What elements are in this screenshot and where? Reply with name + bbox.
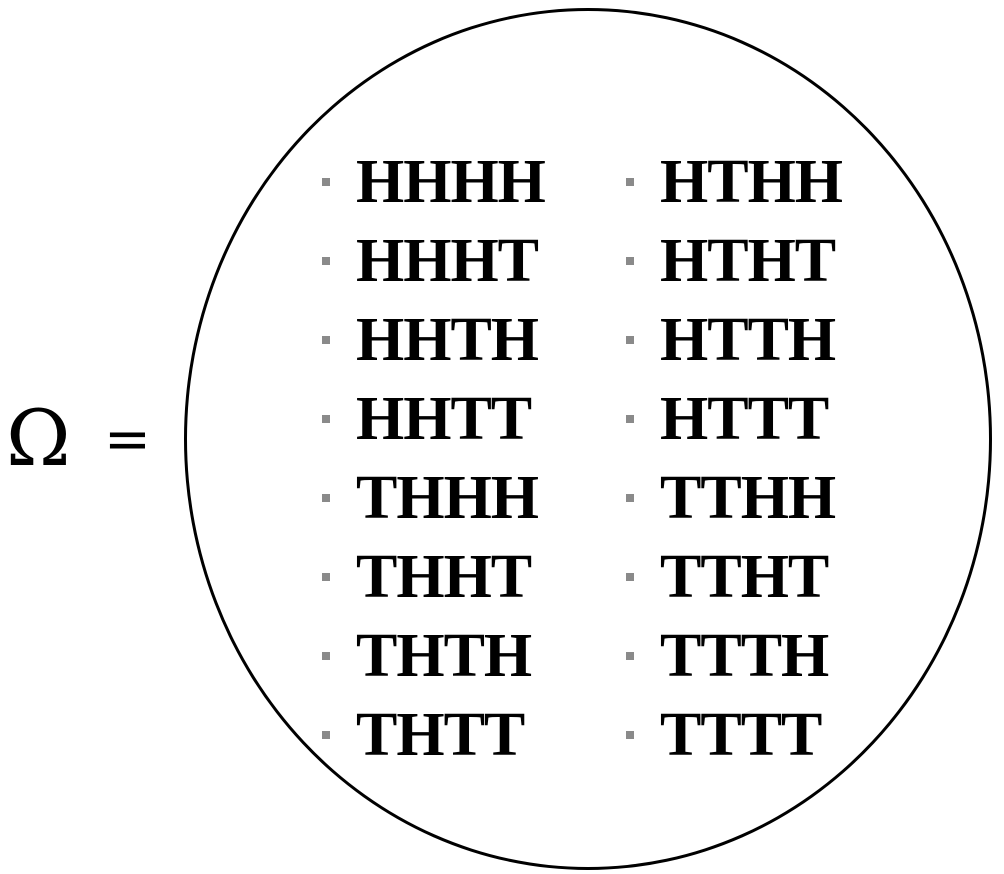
bullet-icon xyxy=(626,730,634,739)
outcome-text: HHTH xyxy=(356,305,539,374)
outcome-item: HHHH xyxy=(322,142,546,221)
outcome-item: HHTH xyxy=(322,300,545,379)
bullet-icon xyxy=(322,572,330,581)
outcome-item: TTHH xyxy=(626,458,842,537)
bullet-icon xyxy=(322,335,330,344)
bullet-icon xyxy=(322,730,330,739)
outcome-text: HTTT xyxy=(660,384,829,453)
outcome-text: TTHH xyxy=(660,463,836,532)
outcome-text: HHTT xyxy=(356,384,532,453)
bullet-icon xyxy=(626,177,634,186)
outcome-item: HHTT xyxy=(322,379,545,458)
outcome-item: THTH xyxy=(322,616,545,695)
outcome-item: HTTT xyxy=(626,379,842,458)
outcome-item: HTTH xyxy=(626,300,842,379)
outcome-text: TTTT xyxy=(660,700,822,769)
outcome-item: TTHT xyxy=(626,537,842,616)
outcome-item: HTHH xyxy=(626,142,843,221)
outcome-item: HHHT xyxy=(322,221,545,300)
outcome-text: THTT xyxy=(356,700,525,769)
equals-sign: = xyxy=(104,407,151,472)
bullet-icon xyxy=(322,256,330,265)
outcome-item: TTTT xyxy=(626,695,842,774)
bullet-icon xyxy=(626,335,634,344)
outcome-text: TTTH xyxy=(660,621,829,690)
outcome-text: THHH xyxy=(356,463,539,532)
outcome-text: HTHT xyxy=(660,226,836,295)
outcome-text: THTH xyxy=(356,621,532,690)
bullet-icon xyxy=(626,493,634,502)
outcome-item: THTT xyxy=(322,695,545,774)
sample-space-ellipse xyxy=(184,8,992,870)
bullet-icon xyxy=(322,177,330,186)
outcome-column-1: HHHH HHHT HHTH HHTT THHH THHT THTH THTT xyxy=(322,142,546,774)
bullet-icon xyxy=(626,572,634,581)
outcome-item: THHT xyxy=(322,537,545,616)
outcome-item: THHH xyxy=(322,458,545,537)
outcome-column-2: HTHH HTHT HTTH HTTT TTHH TTHT TTTH TTTT xyxy=(626,142,843,774)
outcome-text: THHT xyxy=(356,542,532,611)
bullet-icon xyxy=(626,256,634,265)
outcome-item: TTTH xyxy=(626,616,842,695)
outcome-text: HHHT xyxy=(356,226,539,295)
outcome-text: HHHH xyxy=(356,147,546,216)
bullet-icon xyxy=(626,651,634,660)
bullet-icon xyxy=(322,493,330,502)
outcome-text: HTHH xyxy=(660,147,843,216)
outcome-item: HTHT xyxy=(626,221,842,300)
outcome-text: TTHT xyxy=(660,542,829,611)
outcome-text: HTTH xyxy=(660,305,836,374)
bullet-icon xyxy=(322,414,330,423)
bullet-icon xyxy=(322,651,330,660)
omega-symbol: Ω xyxy=(6,394,71,484)
bullet-icon xyxy=(626,414,634,423)
